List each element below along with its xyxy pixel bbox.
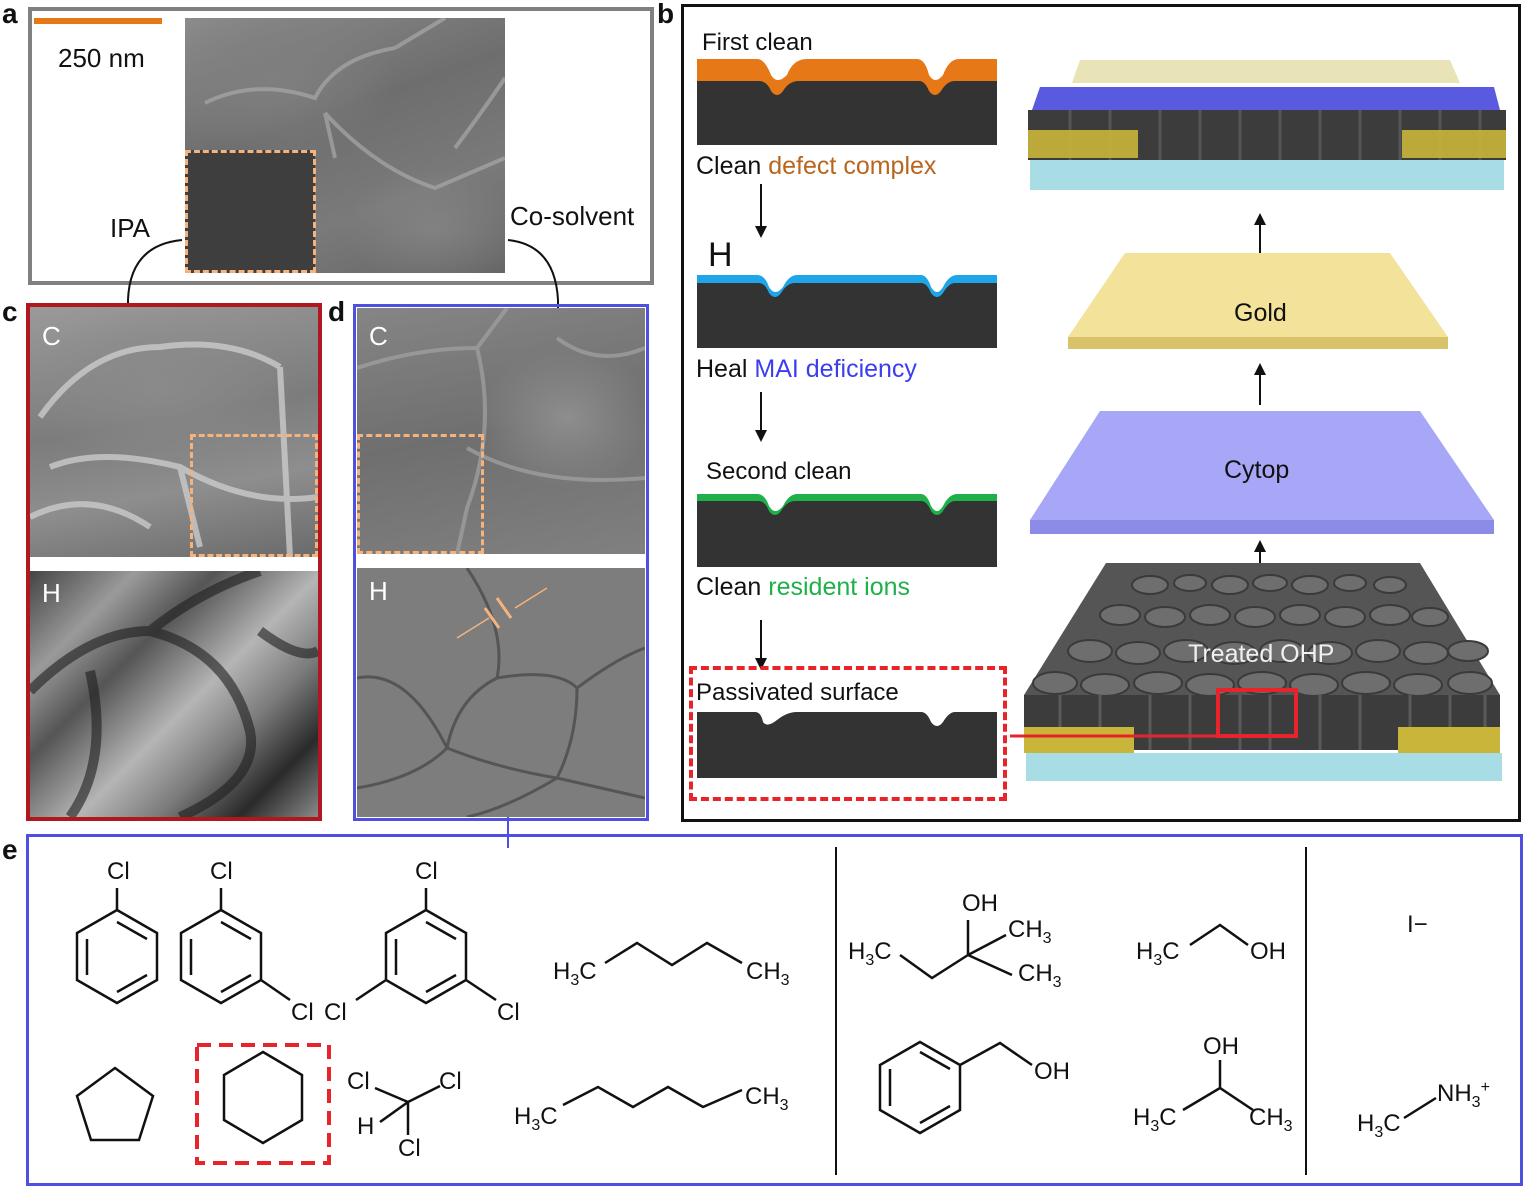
step-arrow-1 [755,184,767,238]
sem-image-c-top [30,307,318,557]
tamyl-ch3-1: CH3 [1008,916,1052,947]
chem-cl-3: Cl [291,999,314,1026]
panel-c-frame [26,303,322,821]
scale-bar-label: 250 nm [58,43,145,73]
d-dashed-box [357,434,484,554]
ma-h3c: H3C [1357,1110,1401,1141]
pentane-ch3: CH3 [746,958,790,989]
hexane-ch3: CH3 [745,1083,789,1114]
step3-title: Second clean [706,458,852,485]
tamyl-h3c: H3C [848,938,892,969]
step1-film [697,59,997,145]
chem-cl-8: Cl [439,1068,462,1095]
step1-caption: Clean defect complex [696,152,937,180]
d-top-label: C [369,321,388,351]
ipa-label: IPA [110,213,150,243]
passivated-highlight-box [689,666,1007,801]
ethanol-h3c: H3C [1136,938,1180,969]
panel-e-frame [26,834,1523,1186]
assembled-substrate [1030,160,1504,190]
step2-title: H [708,236,733,274]
panel-a-frame [28,7,654,285]
ipa-ch3: CH3 [1249,1104,1293,1135]
chem-cl-4: Cl [415,858,438,885]
pentane-h3c: H3C [553,958,597,989]
cyclohexane-highlight [195,1043,331,1165]
sem-image-a [185,18,505,273]
c-dashed-box [190,434,318,557]
grain-boundaries-a [204,18,505,191]
step2-film [697,275,997,348]
panel-d-label: d [328,296,346,327]
ipa-h3c: H3C [1133,1104,1177,1135]
step1-title: First clean [702,29,813,56]
electrode-right [1398,727,1500,753]
hexane-h3c: H3C [514,1103,558,1134]
chem-cl-9: Cl [398,1135,421,1162]
cytop-label: Cytop [1224,456,1290,484]
chem-cl-6: Cl [497,999,520,1026]
chem-cl-1: Cl [107,858,130,885]
ma-nh3: NH3+ [1437,1079,1490,1111]
tamyl-ch3-2: CH3 [1018,960,1062,991]
panel-c-label: c [2,296,18,327]
panel-e-divider-2 [1305,847,1307,1175]
device-stack-illustration [1010,60,1506,781]
step4-title: Passivated surface [696,679,899,706]
ipa-oh: OH [1203,1033,1239,1060]
cosolvent-label: Co-solvent [510,201,635,231]
step3-film [697,494,997,567]
gold-label: Gold [1234,299,1287,327]
benzyl-oh: OH [1034,1058,1070,1085]
ethanol-oh: OH [1250,938,1286,965]
sem-image-d-bottom [357,568,645,817]
ipa-region-box [185,150,316,273]
c-top-label: C [42,321,61,351]
chem-cl-2: Cl [210,858,233,885]
d-bottom-label: H [369,576,388,606]
cytop-layer [1030,411,1494,520]
chem-cl-5: Cl [324,999,347,1026]
c-bottom-label: H [42,578,61,608]
iodide-ion: I− [1407,911,1428,938]
panel-e-divider-1 [835,847,837,1175]
panel-b-label: b [657,0,675,29]
step-arrow-3 [755,620,767,670]
zoom-box [1216,688,1298,738]
ohp-substrate [1026,753,1502,781]
scale-bar [34,18,162,24]
step3-caption: Clean resident ions [696,573,911,601]
panel-b-frame [681,4,1521,822]
panel-e-label: e [2,834,18,865]
tamyl-oh: OH [962,890,998,917]
gold-layer [1068,253,1448,337]
assembled-cytop [1032,87,1500,110]
chem-h: H [357,1113,375,1140]
ohp-label: Treated OHP [1188,640,1335,668]
electrode-left [1024,727,1134,753]
panel-d-frame [353,304,649,821]
step2-caption: Heal MAI deficiency [696,355,917,383]
panel-a-label: a [2,0,18,29]
assembled-gold [1072,60,1460,83]
sem-image-c-bottom [30,571,318,817]
chem-cl-7: Cl [347,1068,370,1095]
sem-image-d-top [357,308,645,554]
step-arrow-2 [755,392,767,442]
step4-film [697,712,997,778]
